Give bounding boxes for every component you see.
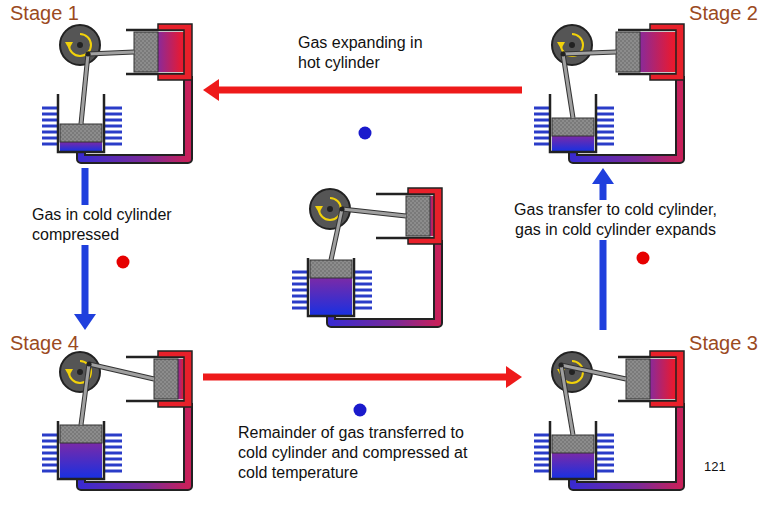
cold-gas <box>60 443 102 478</box>
connecting-rod <box>81 54 88 124</box>
engine-body <box>534 351 684 486</box>
hot-piston <box>616 32 640 72</box>
bullet-dot <box>359 127 372 140</box>
connecting-rod <box>81 364 89 425</box>
flow-arrow <box>592 168 614 330</box>
engine-body <box>42 351 192 486</box>
stage-label: Stage 1 <box>10 2 79 25</box>
engine-body <box>292 188 442 323</box>
arrow-head <box>592 168 614 184</box>
arrow-shaft <box>217 87 522 94</box>
bullet-dot <box>117 256 130 269</box>
crank-pin <box>86 52 91 57</box>
cold-piston <box>60 124 102 142</box>
arrow-head <box>203 79 219 101</box>
step-description: Gas transfer to cold cylinder, gas in co… <box>503 200 728 240</box>
connecting-rod <box>342 209 406 216</box>
engine-figure <box>42 24 192 159</box>
hot-piston <box>406 196 430 236</box>
stage-panel: Stage 1 <box>6 0 203 168</box>
connecting-rod <box>88 52 134 54</box>
connecting-rod <box>331 209 342 260</box>
stage-panel: Stage 4 <box>6 330 203 495</box>
bullet-dot <box>354 404 367 417</box>
connecting-rod <box>561 365 573 435</box>
flow-arrow <box>203 79 522 101</box>
connecting-rod <box>81 54 88 124</box>
connecting-rod <box>563 52 616 54</box>
engine-figure <box>534 24 684 159</box>
cold-gas <box>552 453 594 478</box>
connecting-rod <box>561 365 626 379</box>
stage-panel: Stage 3 <box>522 330 762 495</box>
connecting-rod <box>563 52 616 54</box>
step-description: Remainder of gas transferred to cold cyl… <box>236 423 486 483</box>
connecting-rod <box>88 52 134 54</box>
crank-pin <box>340 207 345 212</box>
connecting-rod <box>561 365 626 379</box>
cold-gas <box>310 278 352 315</box>
step-description: Gas expanding in hot cylinder <box>296 33 436 73</box>
engine-figure <box>42 351 192 486</box>
page-number: 121 <box>704 459 726 474</box>
connecting-rod <box>331 209 342 260</box>
cold-piston <box>552 435 594 453</box>
connecting-rod <box>342 209 406 216</box>
bullet-dot <box>637 252 650 265</box>
cold-piston <box>552 118 594 136</box>
hot-piston <box>154 359 178 399</box>
hot-gas <box>158 32 184 72</box>
stage-label: Stage 2 <box>689 2 758 25</box>
connecting-rod <box>81 364 89 425</box>
engine-figure <box>534 351 684 486</box>
hot-gas <box>650 359 676 399</box>
crank-pin <box>559 363 564 368</box>
arrow-shaft <box>203 374 508 381</box>
connecting-rod <box>561 365 573 435</box>
crank-pin <box>87 362 92 367</box>
connecting-rod <box>89 364 154 379</box>
flow-arrow <box>74 168 96 330</box>
stage-label: Stage 3 <box>689 332 758 355</box>
cold-piston <box>60 425 102 443</box>
flow-arrow <box>203 366 522 388</box>
connecting-rod <box>563 54 573 118</box>
engine-figure <box>292 188 442 323</box>
cold-gas <box>552 136 594 151</box>
cold-gas <box>60 142 102 151</box>
engine-body <box>534 24 684 159</box>
hot-piston <box>134 32 158 72</box>
step-description: Gas in cold cylinder compressed <box>30 205 205 245</box>
hot-gas <box>178 359 184 399</box>
engine-body <box>42 24 192 159</box>
hot-piston <box>626 359 650 399</box>
stage-panel: Stage 2 <box>522 0 762 168</box>
crank-pin <box>561 52 566 57</box>
stage-label: Stage 4 <box>10 332 79 355</box>
arrow-head <box>506 366 522 388</box>
connecting-rod <box>563 54 573 118</box>
arrow-head <box>74 314 96 330</box>
connecting-rod <box>89 364 154 379</box>
cold-piston <box>310 260 352 278</box>
hot-gas <box>640 32 676 72</box>
